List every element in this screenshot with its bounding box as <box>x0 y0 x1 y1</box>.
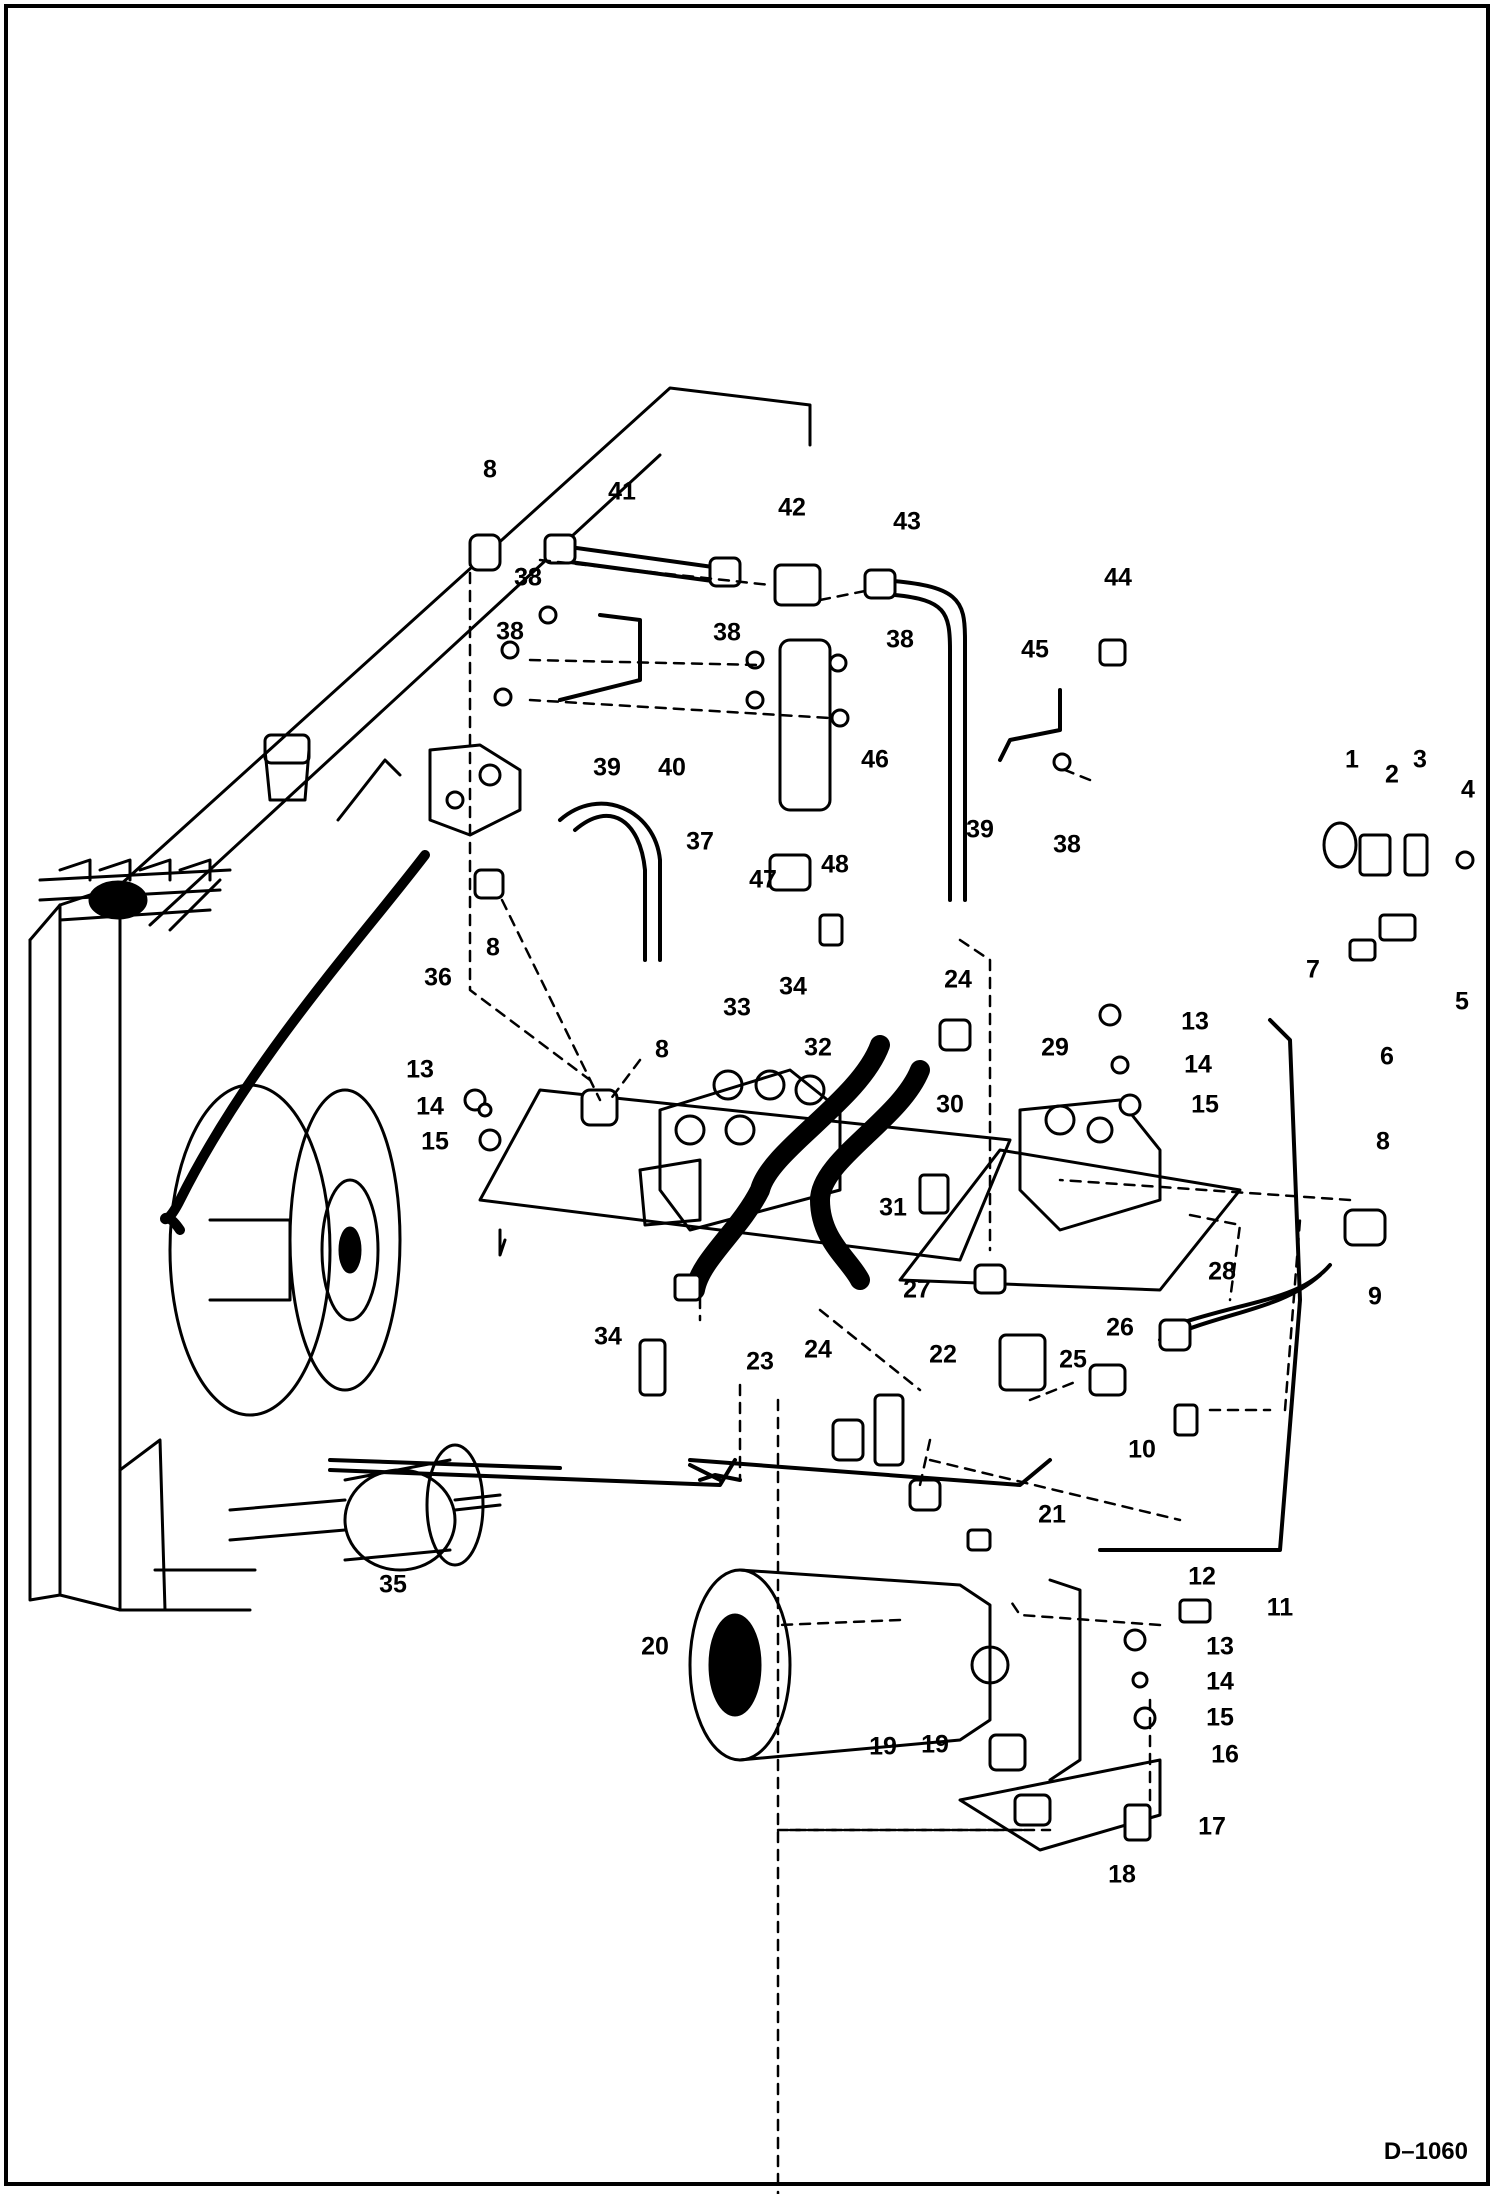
tube-45 <box>998 688 1062 762</box>
callout: 24 <box>944 965 972 994</box>
callout: 43 <box>893 507 921 536</box>
callout: 13 <box>1206 1632 1234 1661</box>
callout: 31 <box>879 1193 907 1222</box>
fittings <box>463 533 1475 1842</box>
callout: 13 <box>1181 1007 1209 1036</box>
tube-return <box>328 1458 737 1487</box>
drawing-number: D–1060 <box>1383 2138 1468 2165</box>
callout: 39 <box>966 815 994 844</box>
callout: 38 <box>1053 830 1081 859</box>
callout: 48 <box>821 850 849 879</box>
callout: 14 <box>1206 1667 1234 1696</box>
callout: 1 <box>1345 745 1359 774</box>
valve-bodies <box>428 743 1162 1232</box>
callout: 6 <box>1380 1042 1394 1071</box>
callout: 19 <box>869 1732 897 1761</box>
callout: 38 <box>713 618 741 647</box>
tank-body <box>28 386 812 1612</box>
callout: 41 <box>608 477 636 506</box>
callout: 14 <box>416 1092 444 1121</box>
callout: 7 <box>1306 955 1320 984</box>
callout: 8 <box>1376 1127 1390 1156</box>
filler-cap <box>88 880 148 920</box>
tube-7 <box>1098 1018 1302 1552</box>
callout: 38 <box>886 625 914 654</box>
callout: 10 <box>1128 1435 1156 1464</box>
callout: 12 <box>1188 1562 1216 1591</box>
callout: 21 <box>1038 1500 1066 1529</box>
callout: 30 <box>936 1090 964 1119</box>
callout: 37 <box>686 827 714 856</box>
callout: 38 <box>514 563 542 592</box>
callout: 35 <box>379 1570 407 1599</box>
base-plate-18 <box>958 1758 1162 1852</box>
callout: 11 <box>1266 1593 1294 1622</box>
tube-37 <box>573 813 647 962</box>
tube-46 <box>778 638 832 812</box>
callout: 8 <box>655 1035 669 1064</box>
callout: 18 <box>1108 1860 1136 1889</box>
callout: 25 <box>1059 1345 1087 1374</box>
hose-32 <box>685 1035 890 1300</box>
tube-43 <box>878 578 967 902</box>
callout: 27 <box>903 1275 931 1304</box>
callout: 45 <box>1021 635 1049 664</box>
hose-31 <box>810 1060 930 1290</box>
callout: 39 <box>593 753 621 782</box>
valve-mounting-plates <box>478 1088 1242 1292</box>
callout: 36 <box>424 963 452 992</box>
filter-bracket <box>1048 1578 1082 1782</box>
callout: 2 <box>1385 760 1399 789</box>
callout: 29 <box>1041 1033 1069 1062</box>
tube-39-left <box>558 613 642 702</box>
callout: 38 <box>496 617 524 646</box>
tube-41 <box>553 543 722 570</box>
callout: 15 <box>421 1127 449 1156</box>
callout: 42 <box>778 493 806 522</box>
callout: 14 <box>1184 1050 1212 1079</box>
callout: 3 <box>1413 745 1427 774</box>
tube-9 <box>1173 1263 1332 1327</box>
callout: 34 <box>594 1322 622 1351</box>
callout: 47 <box>749 865 777 894</box>
callout: 34 <box>779 972 807 1001</box>
callout: 5 <box>1455 987 1469 1016</box>
callout: 40 <box>658 753 686 782</box>
callout: 32 <box>804 1033 832 1062</box>
callout: 22 <box>929 1340 957 1369</box>
callout: 28 <box>1208 1257 1236 1286</box>
filter-20 <box>688 1568 1162 1852</box>
callout: 23 <box>746 1347 774 1376</box>
callout: 13 <box>406 1055 434 1084</box>
hose-36 <box>160 850 430 1235</box>
callout: 8 <box>483 455 497 484</box>
assembly-leader-lines <box>468 553 1352 2194</box>
callout: 20 <box>641 1632 669 1661</box>
pump-35 <box>228 1443 502 1572</box>
callout: 17 <box>1198 1812 1226 1841</box>
relief-valve <box>428 743 522 837</box>
callout: 38 <box>514 563 542 592</box>
callout: 16 <box>1211 1740 1239 1769</box>
callout: 44 <box>1104 563 1132 592</box>
callout: 15 <box>1191 1090 1219 1119</box>
callout: 15 <box>1206 1703 1234 1732</box>
callout: 4 <box>1461 775 1475 804</box>
callout: 24 <box>804 1335 832 1364</box>
diagram-border <box>4 4 1490 2186</box>
callout: 26 <box>1106 1313 1134 1342</box>
callout: 9 <box>1368 1282 1382 1311</box>
callout: 8 <box>486 933 500 962</box>
callout: 33 <box>723 993 751 1022</box>
hoses <box>160 850 930 1300</box>
callout: 19 <box>921 1730 949 1759</box>
callout: 46 <box>861 745 889 774</box>
